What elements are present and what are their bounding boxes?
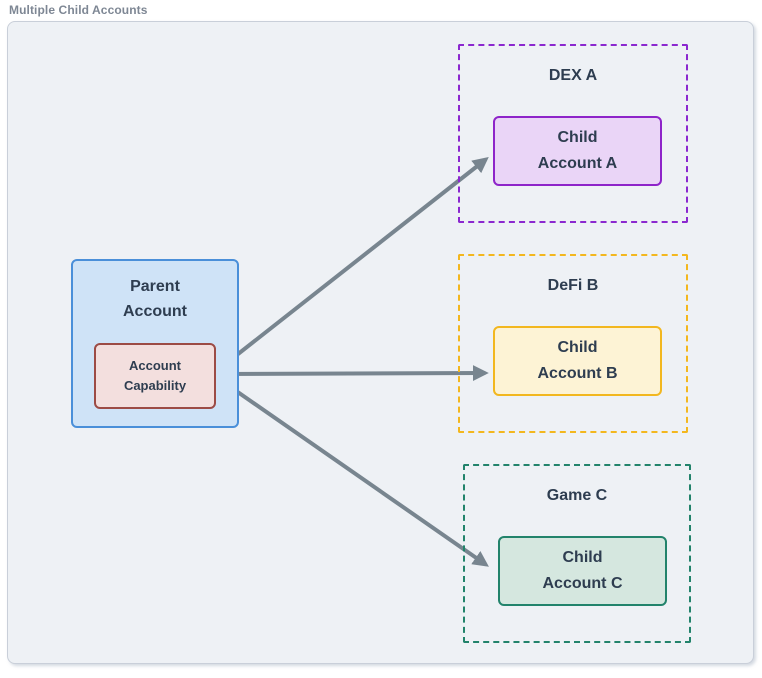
child-c-line-1: Child — [562, 549, 603, 566]
zone-dex-a: DEX A Child Account A — [458, 44, 688, 223]
zone-game-c-label: Game C — [546, 487, 608, 504]
zone-dex-a-label: DEX A — [548, 67, 598, 84]
child-a-line-2: Account A — [537, 155, 618, 172]
child-c-line-2: Account C — [542, 575, 623, 592]
child-account-c-node: Child Account C — [498, 536, 667, 606]
zone-defi-b-label: DeFi B — [547, 277, 599, 294]
child-account-b-node: Child Account B — [493, 326, 662, 396]
arrow-to-child-c — [217, 377, 489, 567]
parent-account-label: Parent Account — [73, 274, 237, 324]
child-account-a-node: Child Account A — [493, 116, 662, 186]
parent-label-line-1: Parent — [130, 278, 180, 295]
child-a-line-1: Child — [557, 129, 598, 146]
zone-game-c: Game C Child Account C — [463, 464, 691, 643]
child-b-line-2: Account B — [537, 365, 618, 382]
zone-defi-b: DeFi B Child Account B — [458, 254, 688, 433]
arrow-to-child-b — [218, 365, 489, 382]
diagram-title: Multiple Child Accounts — [9, 3, 148, 17]
account-capability-node: Account Capability — [94, 343, 216, 409]
parent-label-line-2: Account — [123, 303, 187, 320]
account-capability-label: Account Capability — [96, 356, 214, 396]
parent-account-node: Parent Account Account Capability — [71, 259, 239, 428]
capability-label-line-2: Capability — [123, 378, 187, 393]
child-b-line-1: Child — [557, 339, 598, 356]
capability-label-line-1: Account — [129, 358, 181, 373]
diagram-canvas: Parent Account Account Capability DEX A … — [7, 21, 754, 664]
arrow-to-child-a — [217, 157, 489, 371]
